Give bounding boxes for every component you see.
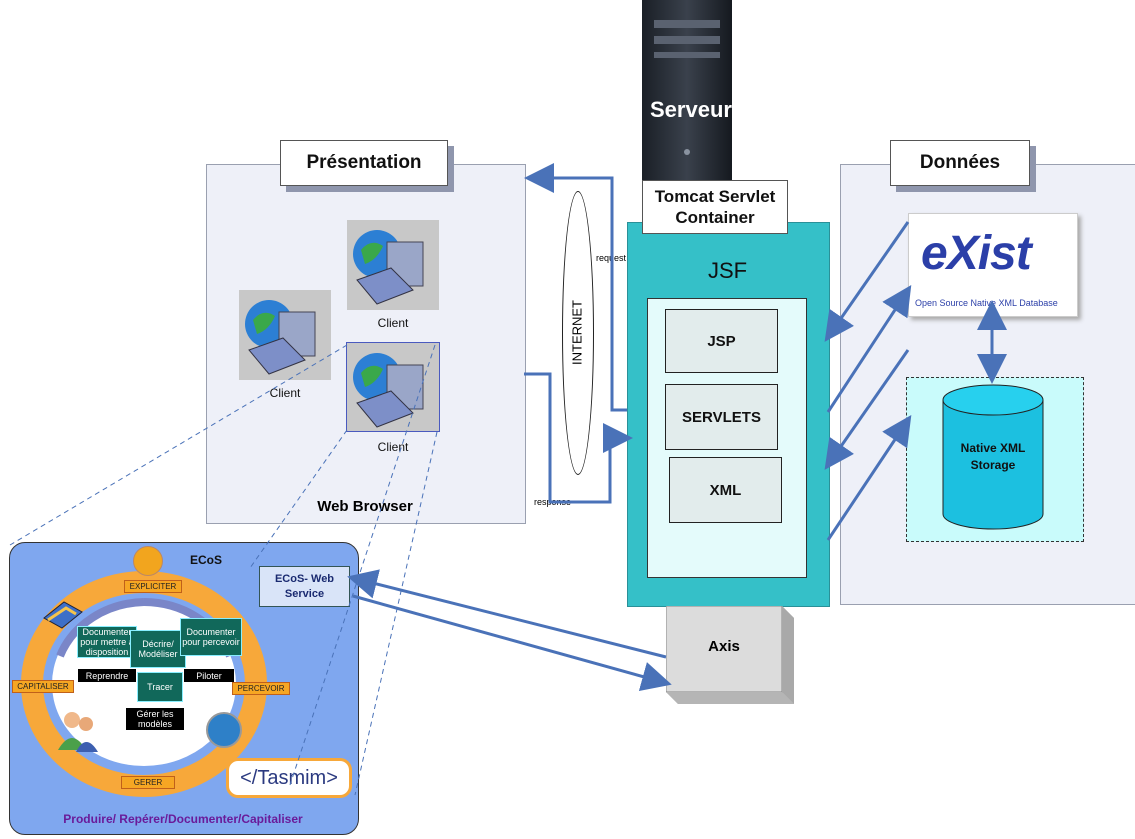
jsf-exist-arrow-2	[826, 284, 912, 413]
axis-box: Axis	[665, 605, 794, 704]
reprendre-box: Reprendre	[78, 669, 136, 682]
compass-icon	[206, 712, 242, 748]
zoom-line-2	[249, 429, 348, 569]
response-arrow	[524, 372, 633, 504]
tomcat-title: Tomcat Servlet Container	[642, 180, 788, 234]
client-computer-icon-1	[347, 220, 439, 310]
piloter-box: Piloter	[184, 669, 234, 682]
zoom-line-3	[289, 344, 436, 786]
book-icon	[42, 598, 84, 632]
tomcat-title-line2: Container	[675, 208, 755, 227]
storage-line2: Storage	[970, 458, 1016, 472]
storage-line1: Native XML	[960, 441, 1026, 455]
zoom-line-1	[9, 344, 348, 546]
ecos-logo-icon	[133, 546, 163, 576]
jsp-box: JSP	[665, 309, 778, 373]
capitaliser-pill: CAPITALISER	[12, 680, 74, 693]
documenter-dispo-box: Documenter pour mettre à disposition	[77, 626, 137, 658]
xml-box: XML	[669, 457, 782, 523]
ecos-title: ECoS	[190, 553, 223, 567]
web-browser-label: Web Browser	[317, 498, 413, 515]
documenter-percevoir-box: Documenter pour percevoir	[180, 618, 242, 656]
client-label-2: Client	[269, 386, 301, 400]
native-xml-storage-cylinder	[942, 384, 1044, 530]
internet-ellipse	[562, 191, 594, 475]
tracer-box: Tracer	[137, 672, 183, 702]
presentation-title: Présentation	[280, 140, 448, 186]
expliciter-pill: EXPLICITER	[124, 580, 182, 593]
server-tower-icon	[642, 0, 732, 182]
ecos-web-service-box: ECoS- Web Service	[259, 566, 350, 607]
zoom-line-4	[354, 431, 438, 796]
decrire-modeliser-box: Décrire/ Modéliser	[130, 630, 186, 668]
client-computer-icon-3	[346, 342, 440, 432]
native-xml-storage-label: Native XML Storage	[942, 440, 1044, 474]
ecos-web-service-line1: ECoS- Web	[274, 573, 335, 585]
servlets-box: SERVLETS	[665, 384, 778, 450]
request-arrow	[524, 163, 627, 412]
exist-logo-text: eXist	[921, 227, 1032, 280]
jsf-label: JSF	[707, 258, 748, 283]
jsf-storage-arrow-1	[824, 349, 910, 470]
webservice-to-axis-arrow	[352, 594, 672, 692]
axis-label: Axis	[708, 638, 740, 655]
jsf-exist-arrow-1	[824, 221, 910, 342]
gerer-modeles-box: Gérer les modèles	[126, 708, 184, 730]
percevoir-pill: PERCEVOIR	[232, 682, 290, 695]
donnees-title: Données	[890, 140, 1030, 186]
client-computer-icon-2	[239, 290, 331, 380]
tomcat-title-line1: Tomcat Servlet	[654, 187, 776, 206]
ecos-web-service-line2: Service	[284, 588, 325, 600]
tasmim-logo: </Tasmim>	[226, 758, 352, 798]
gerer-pill: GERER	[121, 776, 175, 789]
server-label: Serveur	[650, 97, 732, 122]
jsf-storage-arrow-2	[826, 415, 912, 541]
client-label-1: Client	[377, 316, 409, 330]
ecos-footer: Produire/ Repérer/Documenter/Capitaliser	[63, 812, 303, 826]
users-icon	[56, 708, 100, 752]
axis-to-webservice-arrow	[347, 569, 667, 659]
